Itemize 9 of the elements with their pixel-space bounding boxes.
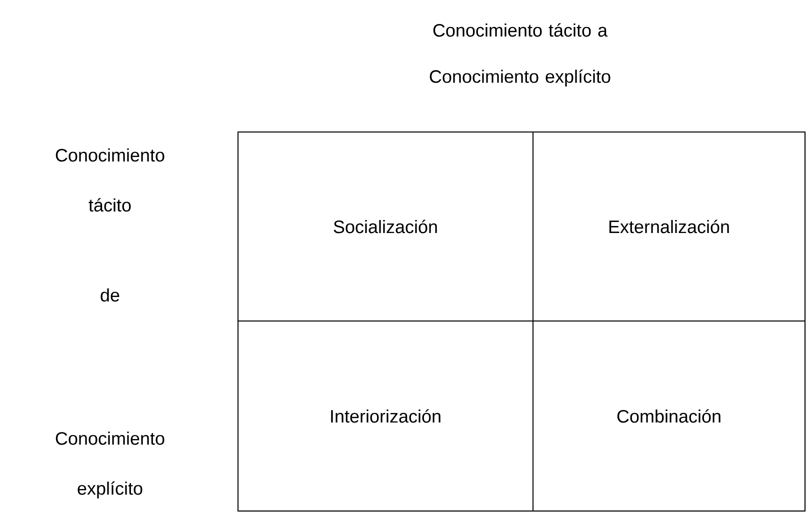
- table-cell: Combinación: [532, 320, 806, 512]
- axis-label: Conocimiento tácito: [56, 148, 164, 212]
- axis-label: Conocimiento explícito: [56, 432, 164, 498]
- axis-label: de: [100, 288, 120, 302]
- table-cell: Interiorización: [238, 320, 534, 512]
- table-cell: Externalización: [532, 132, 806, 322]
- table-cell: Socialización: [238, 132, 534, 322]
- axis-label: Conocimiento explícito: [430, 70, 610, 86]
- axis-label: Conocimiento tácito a: [433, 23, 608, 37]
